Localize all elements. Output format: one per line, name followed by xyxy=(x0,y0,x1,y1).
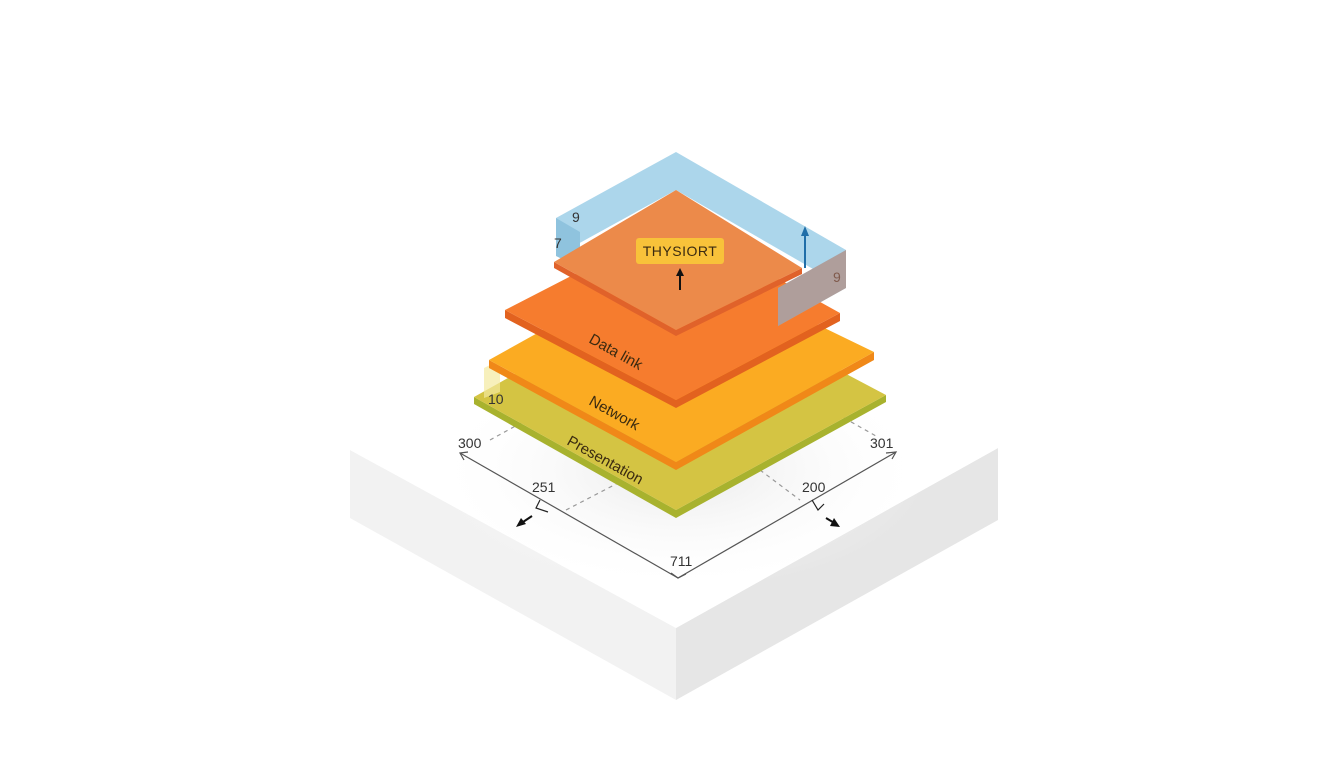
dim-label-left-mid: 251 xyxy=(532,479,556,495)
box-front-glass xyxy=(778,250,846,326)
layer-side-label: 10 xyxy=(488,391,504,407)
box-label-left-side: 7 xyxy=(554,235,562,251)
dimension-lines xyxy=(459,409,898,579)
box-back-right xyxy=(676,152,846,288)
slab-right-side xyxy=(676,448,998,700)
badge-label: THYSIORT xyxy=(643,243,718,259)
dim-label-right-mid: 200 xyxy=(802,479,826,495)
box-back-left xyxy=(556,152,676,256)
dimension-arrows xyxy=(516,515,840,527)
dim-label-left-end: 300 xyxy=(458,435,482,451)
box-label-left-top: 9 xyxy=(572,209,580,225)
slab-left-side xyxy=(350,450,676,700)
layer-top[interactable]: THYSIORT xyxy=(554,190,846,336)
dim-label-bottom: 711 xyxy=(670,553,693,569)
badge-up-arrow-icon xyxy=(676,268,684,276)
box-up-arrow-icon xyxy=(801,226,809,236)
dim-label-right-end: 301 xyxy=(870,435,894,451)
badge xyxy=(636,238,724,264)
